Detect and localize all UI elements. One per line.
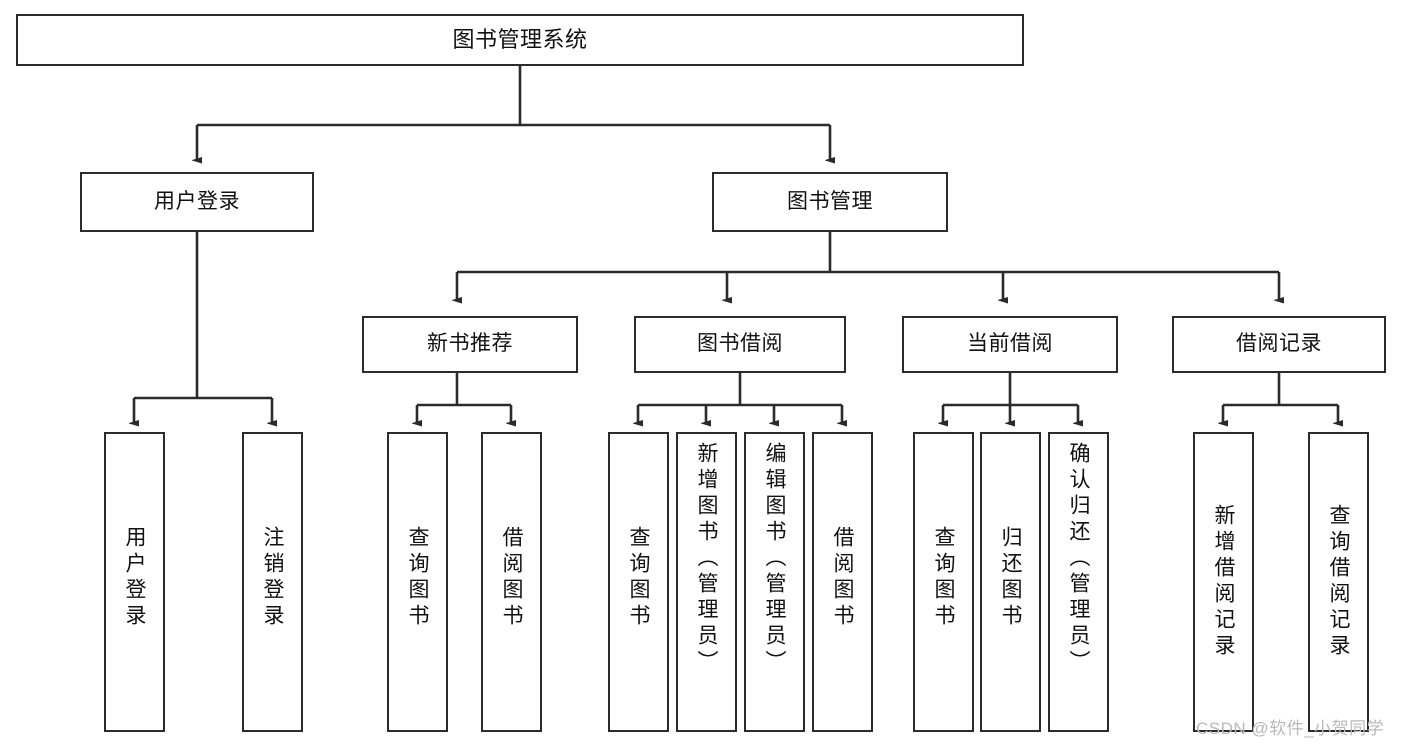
node-label: 编辑图书（管理员） — [763, 442, 786, 676]
node-root-book-management-system[interactable]: 图书管理系统 — [16, 14, 1024, 66]
leaf-new-book-borrow-book[interactable]: 借阅图书 — [481, 432, 542, 732]
node-label: 查询图书 — [406, 526, 429, 630]
csdn-watermark: CSDN @软件_小贺同学 — [1196, 719, 1385, 738]
node-label: 当前借阅 — [967, 332, 1053, 356]
node-label: 注销登录 — [261, 526, 284, 630]
leaf-borrow-record-query-record[interactable]: 查询借阅记录 — [1308, 432, 1369, 732]
leaf-user-login-logout[interactable]: 注销登录 — [242, 432, 303, 732]
node-label: 新增借阅记录 — [1212, 504, 1235, 660]
leaf-book-borrow-edit-book-admin[interactable]: 编辑图书（管理员） — [744, 432, 805, 732]
node-label: 借阅图书 — [500, 526, 523, 630]
node-user-login[interactable]: 用户登录 — [80, 172, 314, 232]
leaf-new-book-query-book[interactable]: 查询图书 — [387, 432, 448, 732]
leaf-current-borrow-query-book[interactable]: 查询图书 — [913, 432, 974, 732]
leaf-book-borrow-borrow-book[interactable]: 借阅图书 — [812, 432, 873, 732]
node-label: 确认归还（管理员） — [1067, 442, 1090, 676]
leaf-user-login-login[interactable]: 用户登录 — [104, 432, 165, 732]
node-label: 查询图书 — [932, 526, 955, 630]
node-label: 用户登录 — [123, 526, 146, 630]
leaf-borrow-record-add-record[interactable]: 新增借阅记录 — [1193, 432, 1254, 732]
node-book-management[interactable]: 图书管理 — [712, 172, 948, 232]
node-label: 新增图书（管理员） — [695, 442, 718, 676]
node-new-book-recommend[interactable]: 新书推荐 — [362, 316, 578, 373]
node-label: 借阅图书 — [831, 526, 854, 630]
node-label: 归还图书 — [999, 526, 1022, 630]
node-label: 用户登录 — [154, 189, 240, 213]
node-book-borrow[interactable]: 图书借阅 — [634, 316, 846, 373]
node-label: 图书管理系统 — [452, 27, 588, 53]
leaf-current-borrow-confirm-return-admin[interactable]: 确认归还（管理员） — [1048, 432, 1109, 732]
node-label: 新书推荐 — [427, 332, 513, 356]
node-borrow-record[interactable]: 借阅记录 — [1172, 316, 1386, 373]
node-label: 借阅记录 — [1236, 332, 1322, 356]
leaf-book-borrow-add-book-admin[interactable]: 新增图书（管理员） — [676, 432, 737, 732]
node-label: 查询图书 — [627, 526, 650, 630]
node-label: 图书借阅 — [697, 332, 783, 356]
node-label: 查询借阅记录 — [1327, 504, 1350, 660]
node-label: 图书管理 — [787, 189, 873, 213]
leaf-current-borrow-return-book[interactable]: 归还图书 — [980, 432, 1041, 732]
node-current-borrow[interactable]: 当前借阅 — [902, 316, 1118, 373]
leaf-book-borrow-query-book[interactable]: 查询图书 — [608, 432, 669, 732]
